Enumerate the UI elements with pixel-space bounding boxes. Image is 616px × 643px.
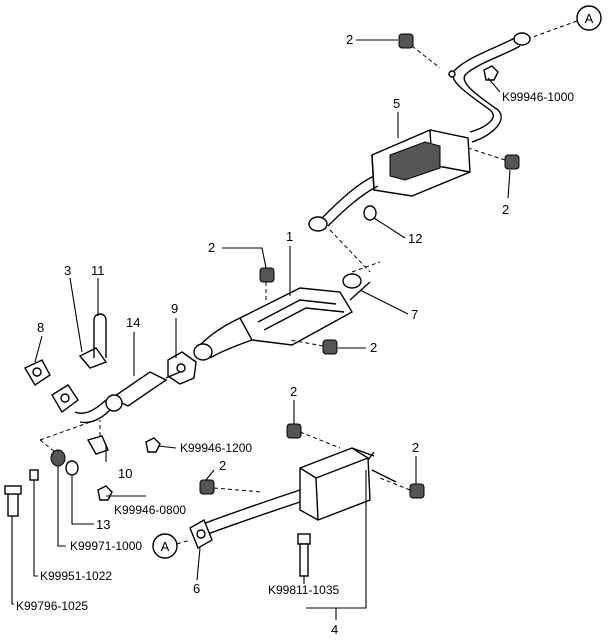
callout-1: 1 bbox=[286, 229, 293, 244]
connector-a-bottom-label: A bbox=[161, 539, 170, 554]
gasket-6 bbox=[189, 518, 213, 550]
callout-2-right: 2 bbox=[502, 202, 509, 217]
washer-13 bbox=[65, 460, 79, 476]
callout-2-main-left: 2 bbox=[219, 458, 226, 473]
washer-k5 bbox=[29, 469, 39, 481]
nut-k1 bbox=[483, 65, 499, 81]
rear-pipe-upper bbox=[452, 32, 531, 143]
part-number-k99811-1035: K99811-1035 bbox=[268, 583, 340, 597]
rubber-hanger-main-left bbox=[199, 479, 263, 495]
callout-9: 9 bbox=[171, 301, 178, 316]
cat-outlet-flange bbox=[342, 273, 362, 289]
connector-a-top: A bbox=[529, 5, 602, 39]
callout-2-cat-top: 2 bbox=[208, 240, 215, 255]
callout-8: 8 bbox=[37, 320, 44, 335]
callout-10: 10 bbox=[118, 466, 132, 481]
hanger-10 bbox=[86, 420, 109, 455]
callout-4: 4 bbox=[331, 622, 338, 637]
gasket-8 bbox=[24, 359, 51, 386]
callout-2-main-right: 2 bbox=[412, 440, 419, 455]
bolt-k7 bbox=[297, 533, 311, 577]
center-muffler-flange bbox=[308, 216, 328, 232]
callout-7: 7 bbox=[411, 307, 418, 322]
part-number-k99946-1200: K99946-1200 bbox=[180, 441, 252, 455]
callout-numbers: 2 5 2 12 2 1 7 2 9 14 11 3 8 10 13 2 2 2… bbox=[37, 32, 509, 637]
callout-2-top: 2 bbox=[346, 32, 353, 47]
callout-3: 3 bbox=[64, 263, 71, 278]
callout-12: 12 bbox=[408, 231, 422, 246]
catalytic-converter bbox=[193, 229, 381, 361]
spring-k4 bbox=[50, 449, 66, 467]
front-pipe bbox=[74, 371, 181, 424]
part-number-k99971-1000: K99971-1000 bbox=[70, 539, 142, 553]
main-muffler bbox=[199, 447, 397, 536]
leader-lines bbox=[11, 39, 511, 620]
part-number-k99946-1000: K99946-1000 bbox=[502, 90, 574, 104]
part-number-k99951-1022: K99951-1022 bbox=[40, 569, 112, 583]
rubber-hanger-cat-bottom bbox=[289, 339, 338, 355]
callout-2-cat-bottom: 2 bbox=[370, 340, 377, 355]
rubber-hanger-cat-top bbox=[259, 267, 275, 300]
nut-k2 bbox=[145, 437, 161, 453]
connector-a-top-label: A bbox=[585, 11, 594, 26]
bracket-3 bbox=[78, 347, 108, 369]
callout-13: 13 bbox=[96, 517, 110, 532]
rear-flange-top bbox=[513, 32, 531, 46]
bolt-k6 bbox=[4, 485, 22, 517]
u-bolt-11 bbox=[93, 313, 107, 358]
manifold-flange bbox=[51, 384, 79, 414]
rubber-hanger-main-top bbox=[286, 423, 341, 449]
connector-a-bottom: A bbox=[152, 533, 191, 559]
rubber-hanger-top bbox=[398, 33, 456, 78]
callout-2-main-top: 2 bbox=[290, 384, 297, 399]
gasket-12 bbox=[363, 205, 377, 221]
callout-14: 14 bbox=[126, 315, 140, 330]
callout-5: 5 bbox=[393, 96, 400, 111]
part-number-k99796-1025: K99796-1025 bbox=[16, 599, 88, 613]
gasket-9 bbox=[167, 351, 197, 385]
rubber-hanger-right bbox=[467, 147, 520, 170]
callout-6: 6 bbox=[193, 581, 200, 596]
part-number-k99946-0800: K99946-0800 bbox=[114, 503, 186, 517]
callout-11: 11 bbox=[91, 263, 105, 278]
cat-inlet-flange bbox=[193, 343, 213, 361]
rubber-hanger-main-right bbox=[379, 477, 425, 499]
part-number-labels: K99946-1000 K99946-1200 K99946-0800 K999… bbox=[16, 90, 574, 613]
nut-k3 bbox=[97, 485, 113, 501]
center-muffler bbox=[308, 129, 471, 232]
